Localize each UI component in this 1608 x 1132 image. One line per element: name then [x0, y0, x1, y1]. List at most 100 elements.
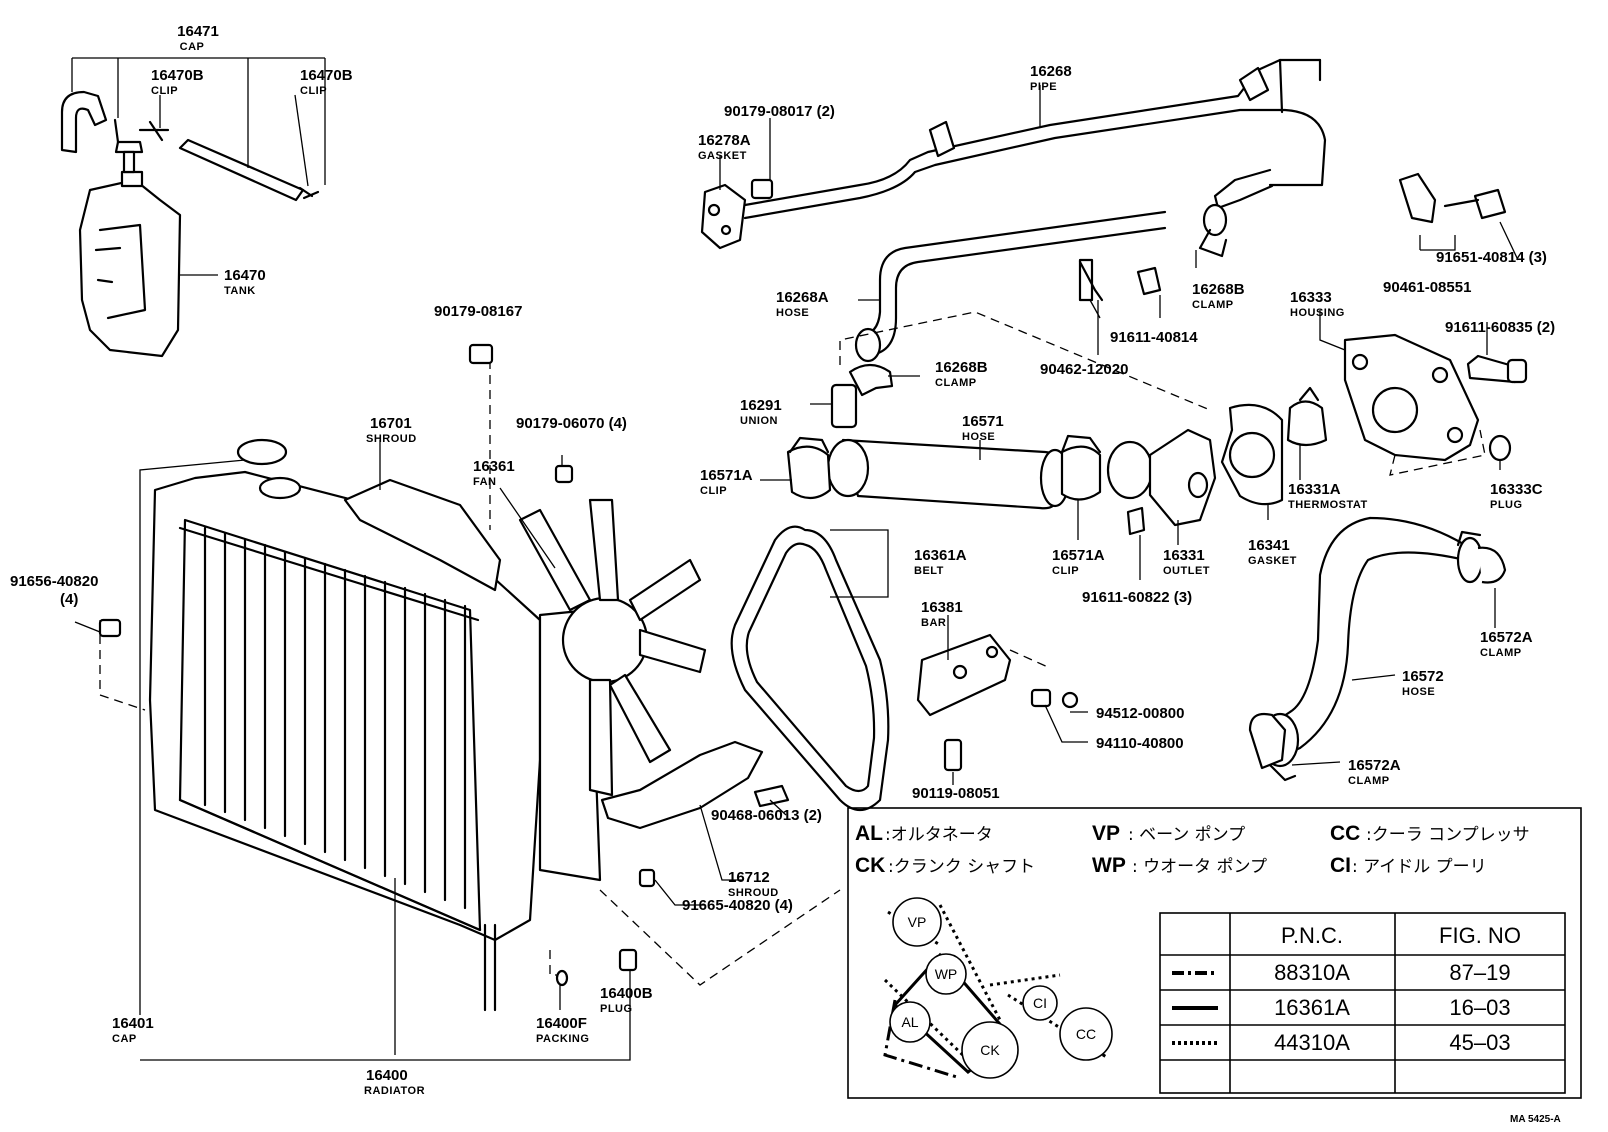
svg-text:16333C: 16333C	[1490, 481, 1543, 498]
svg-text:16572: 16572	[1402, 668, 1444, 685]
svg-text:16268A: 16268A	[776, 289, 829, 306]
svg-text:16471: 16471	[177, 23, 219, 40]
pulley-vp	[892, 897, 942, 947]
svg-text:CLAMP: CLAMP	[1192, 299, 1234, 311]
svg-text:THERMOSTAT: THERMOSTAT	[1288, 499, 1368, 511]
part-label: 90462-12020	[1040, 361, 1128, 378]
figure-code: MA 5425-A	[1510, 1114, 1561, 1125]
bar-drawing	[916, 633, 1079, 772]
part-label: 91665-40820 (4)	[682, 897, 793, 914]
svg-text:TANK: TANK	[224, 285, 256, 297]
abbr-text: :オルタネータ	[885, 825, 993, 845]
svg-text:CLIP: CLIP	[300, 85, 327, 97]
svg-text:90462-12020: 90462-12020	[1040, 361, 1128, 378]
svg-text:16268: 16268	[1030, 63, 1072, 80]
svg-text:16400F: 16400F	[536, 1015, 587, 1032]
svg-text:16331: 16331	[1163, 547, 1205, 564]
svg-text:16381: 16381	[921, 599, 963, 616]
part-label: 91651-40814 (3)	[1436, 249, 1547, 266]
svg-text:HOSE: HOSE	[1402, 686, 1435, 698]
svg-text:91611-60822 (3): 91611-60822 (3)	[1082, 589, 1192, 606]
svg-text:CLIP: CLIP	[151, 85, 178, 97]
svg-text:16470: 16470	[224, 267, 266, 284]
svg-text:PIPE: PIPE	[1030, 81, 1057, 93]
bar-leaders	[947, 615, 1088, 785]
fan-leaders	[74, 455, 787, 906]
housing-drawing	[1220, 333, 1528, 506]
lower-hose-leaders	[1291, 588, 1496, 766]
svg-text:94110-40800: 94110-40800	[1096, 735, 1184, 752]
pulley-ck	[961, 1021, 1019, 1079]
abbr-code: CI	[1330, 854, 1351, 877]
belt-routing-diagram: VP WP AL CK CI CC	[883, 897, 1113, 1080]
middle-hose-leaders	[760, 440, 1179, 580]
part-label: 91611-60822 (3)	[1082, 589, 1192, 606]
pulley-label-cc: CC	[1076, 1026, 1096, 1042]
abbr-text: :クランク シャフト	[888, 857, 1035, 877]
svg-text:16401: 16401	[112, 1015, 154, 1032]
svg-text:16268B: 16268B	[935, 359, 988, 376]
svg-text:16361A: 16361A	[914, 547, 967, 564]
svg-text:16701: 16701	[370, 415, 412, 432]
svg-text:HOSE: HOSE	[962, 431, 995, 443]
pulley-label-ci: CI	[1033, 995, 1047, 1011]
part-label: 94512-00800	[1096, 705, 1184, 722]
svg-text:16470B: 16470B	[151, 67, 204, 84]
svg-text:GASKET: GASKET	[1248, 555, 1297, 567]
svg-text:91665-40820 (4): 91665-40820 (4)	[682, 897, 793, 914]
part-label: 91656-40820(4)	[10, 573, 98, 608]
part-label: 94110-40800	[1096, 735, 1184, 752]
part-label: 91611-40814	[1110, 329, 1198, 346]
abbr-text: : ウオータ ポンプ	[1132, 857, 1267, 877]
svg-text:16333: 16333	[1290, 289, 1332, 306]
svg-text:16571: 16571	[962, 413, 1004, 430]
legend-abbreviations: AL :オルタネータ VP : ベーン ポンプ CC :クーラ コンプレッサ C…	[855, 822, 1530, 877]
pulley-label-al: AL	[901, 1014, 918, 1030]
part-label: 90179-08167	[434, 303, 522, 320]
svg-text:94512-00800: 94512-00800	[1096, 705, 1184, 722]
svg-text:SHROUD: SHROUD	[366, 433, 417, 445]
svg-text:16278A: 16278A	[698, 132, 751, 149]
table-cell-pnc: 16361A	[1274, 995, 1350, 1020]
lower-shroud-drawing	[98, 618, 790, 987]
svg-text:91651-40814 (3): 91651-40814 (3)	[1436, 249, 1547, 266]
svg-text:16712: 16712	[728, 869, 770, 886]
svg-text:CLAMP: CLAMP	[1348, 775, 1390, 787]
legend-box	[847, 807, 1582, 1099]
svg-text:CLAMP: CLAMP	[935, 377, 977, 389]
table-header-fig: FIG. NO	[1439, 923, 1521, 948]
pulley-label-vp: VP	[908, 914, 927, 930]
svg-text:GASKET: GASKET	[698, 150, 747, 162]
table-cell-fig: 45–03	[1449, 1030, 1510, 1055]
fan-drawing	[468, 343, 707, 797]
svg-text:16572A: 16572A	[1348, 757, 1401, 774]
belt-drawing	[730, 525, 890, 812]
part-label: 90119-08051	[912, 785, 1000, 802]
